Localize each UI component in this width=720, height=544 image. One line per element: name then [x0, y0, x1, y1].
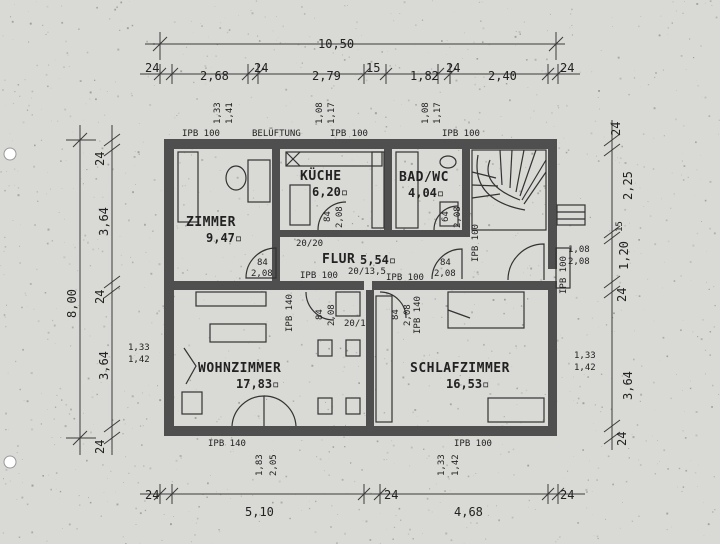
win-bad-a: 1,08	[421, 102, 431, 124]
win-zimmer-b: 1,41	[225, 102, 235, 124]
note-stair-ipb: IPB 100	[559, 256, 569, 294]
terrace-w: 1,83	[255, 454, 265, 476]
room-bad-name: BAD/WC	[399, 170, 449, 185]
note-ipb100-flur2: IPB 100	[386, 273, 424, 283]
depth-right-mid: 1,20	[617, 241, 631, 270]
note-ratio-20-1: 20/1	[344, 319, 366, 329]
dimension-lines	[66, 32, 621, 504]
entry-h: 2,08	[568, 257, 590, 267]
door-bad-h: 2,08	[453, 206, 463, 228]
bottom-left-width: 5,10	[245, 505, 274, 519]
depth-left: 8,00	[65, 289, 79, 318]
door-kueche-w: 84	[323, 211, 333, 222]
wall-left-mid: 24	[93, 290, 107, 304]
room-schlafzimmer-area: 16,53▫	[446, 377, 489, 391]
note-belueftung: BELÜFTUNG	[252, 128, 301, 139]
note-ipb100-flur: IPB 100	[300, 271, 338, 281]
room-wohnzimmer-area: 17,83▫	[236, 377, 279, 391]
terrace-h: 2,05	[269, 454, 279, 476]
labels: 10,50 5,10 4,68 24 2,68 24 2,79 15 1,82 …	[65, 37, 635, 519]
room-flur-area: 5,54▫	[360, 253, 396, 267]
fixtures	[177, 149, 586, 427]
note-ipb140-bottom: IPB 140	[208, 439, 246, 449]
note-ipb140-mid: IPB 140	[285, 294, 295, 332]
door-wohn-w: 84	[315, 309, 325, 320]
door-zimmer-w: 84	[257, 258, 268, 268]
wall-right-top: 24	[609, 122, 623, 136]
schlaf-win-r-b: 1,42	[574, 363, 596, 373]
bottom-seg-2: 24	[560, 488, 574, 502]
seg-1: 2,68	[200, 69, 229, 83]
door-schlaf-w: 84	[391, 309, 401, 320]
bottom-seg-0: 24	[145, 488, 159, 502]
room-kueche-area: 6,20▫	[312, 185, 348, 199]
win-kueche-b: 1,17	[327, 102, 337, 124]
note-20-20: 20/20	[296, 239, 323, 249]
schlaf-bottom-h: 1,42	[451, 454, 461, 476]
seg-0: 24	[145, 61, 159, 75]
wall-left-bottom: 24	[93, 440, 107, 454]
note-ipb100-a: IPB 100	[182, 129, 220, 139]
bottom-seg-1: 24	[384, 488, 398, 502]
door-wohn-h: 2,08	[327, 304, 337, 326]
win-kueche-a: 1,08	[315, 102, 325, 124]
door-flur-h: 2,08	[434, 269, 456, 279]
room-bad-area: 4,04▫	[408, 186, 444, 200]
note-ipb100-stair: IPB 100	[471, 224, 481, 262]
room-schlafzimmer-name: SCHLAFZIMMER	[410, 361, 510, 376]
seg-8: 24	[560, 61, 574, 75]
wall-right-mid: 24	[615, 288, 629, 302]
door-bad-w: 64	[441, 211, 451, 222]
binder-hole-bottom	[3, 455, 17, 469]
depth-left-upper: 3,64	[97, 207, 111, 236]
note-flur-ratio: 20/13,5	[348, 267, 386, 277]
room-zimmer-area: 9,47▫	[206, 231, 242, 245]
wohn-win-l-b: 1,42	[128, 355, 150, 365]
room-wohnzimmer-name: WOHNZIMMER	[198, 361, 281, 376]
door-flur-w: 84	[440, 258, 451, 268]
room-kueche-name: KÜCHE	[300, 168, 342, 184]
seg-2: 24	[254, 61, 268, 75]
wall-right-bottom: 24	[615, 432, 629, 446]
room-zimmer-name: ZIMMER	[186, 215, 236, 230]
seg-5: 1,82	[410, 69, 439, 83]
door-kueche-h: 2,08	[335, 206, 345, 228]
schlaf-win-r-a: 1,33	[574, 351, 596, 361]
wohn-win-l-a: 1,33	[128, 343, 150, 353]
depth-left-lower: 3,64	[97, 351, 111, 380]
note-ipb100-b: IPB 100	[330, 129, 368, 139]
room-flur-name: FLUR	[322, 252, 355, 267]
binder-hole-top	[3, 147, 17, 161]
wall-right-15: 15	[615, 221, 625, 232]
door-schlaf-h: 2,08	[403, 304, 413, 326]
note-ipb100-c: IPB 100	[442, 129, 480, 139]
door-zimmer-h: 2,08	[251, 269, 273, 279]
seg-3: 2,79	[312, 69, 341, 83]
seg-4: 15	[366, 61, 380, 75]
walls	[164, 139, 557, 436]
overall-width: 10,50	[318, 37, 354, 51]
win-zimmer-a: 1,33	[213, 102, 223, 124]
wall-left-top: 24	[93, 152, 107, 166]
schlaf-bottom-w: 1,33	[437, 454, 447, 476]
note-ipb100-bottom: IPB 100	[454, 439, 492, 449]
depth-right-upper: 2,25	[621, 171, 635, 200]
bottom-right-width: 4,68	[454, 505, 483, 519]
win-bad-b: 1,17	[433, 102, 443, 124]
note-ipb140-schlaf: IPB 140	[413, 296, 423, 334]
entry-w: 1,08	[568, 245, 590, 255]
seg-6: 24	[446, 61, 460, 75]
seg-7: 2,40	[488, 69, 517, 83]
depth-right-lower: 3,64	[621, 371, 635, 400]
